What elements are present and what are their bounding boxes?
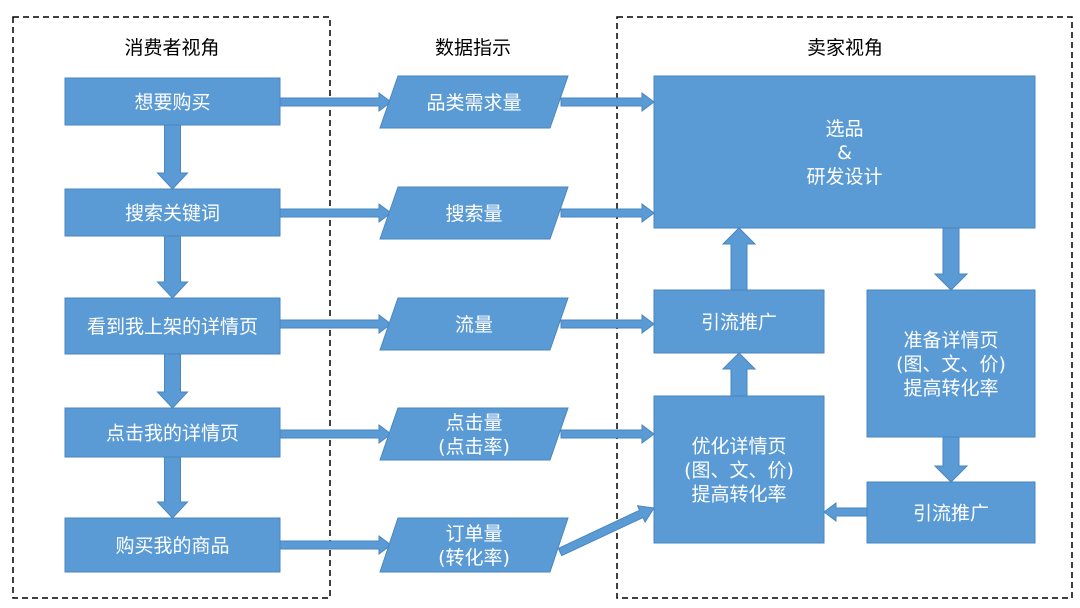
data-indicator-label-line-1: 订单量	[445, 523, 502, 545]
traffic-promotion-box-left-label-line-1: 引流推广	[701, 312, 777, 334]
data-indicator-label-line-1: 点击量	[445, 412, 502, 434]
data-to-optimize-arrow	[560, 424, 655, 444]
data-to-select-arrow-2	[560, 203, 655, 223]
data-to-optimize-slant-arrow	[557, 505, 655, 557]
data-indicator-shape	[379, 75, 569, 129]
prepare-detail-page-box-label-line-3: 提高转化率	[903, 378, 998, 400]
traffic-to-optimize-arrow	[823, 502, 868, 522]
data-indicator-1: 品类需求量	[379, 75, 569, 129]
consumer-step-2: 搜索关键词	[64, 188, 281, 237]
traffic-promotion-box-left-shape	[653, 289, 825, 354]
data-indicator-shape	[379, 407, 569, 461]
select-design-box-label-line-3: 研发设计	[806, 166, 882, 188]
data-indicator-3: 流量	[379, 297, 569, 351]
prepare-to-traffic-arrow	[933, 436, 969, 483]
arrows-layer	[156, 92, 969, 557]
consumer-step-label: 看到我上架的详情页	[87, 316, 258, 338]
prepare-detail-page-box-label-line-1: 准备详情页	[903, 330, 998, 352]
prepare-detail-page-box: 准备详情页(图、文、价)提高转化率	[866, 289, 1036, 438]
data-indicator-5: 订单量(转化率)	[379, 517, 569, 573]
data-indicator-shape	[379, 517, 569, 573]
data-indicator-shape	[379, 186, 569, 240]
data-heading: 数据指示	[435, 37, 511, 59]
data-indicator-label-line-1: 品类需求量	[426, 92, 521, 114]
traffic-promotion-box-right-shape	[866, 481, 1036, 544]
optimize-detail-page-box-label-line-2: (图、文、价)	[684, 460, 794, 482]
consumer-to-data-arrow-3	[279, 314, 392, 334]
seller-column: 选品&研发设计引流推广优化详情页(图、文、价)提高转化率准备详情页(图、文、价)…	[653, 75, 1036, 544]
data-indicator-label-line-1: 流量	[455, 314, 493, 336]
consumer-step-1: 想要购买	[64, 77, 281, 126]
consumer-step-label: 搜索关键词	[125, 203, 220, 225]
data-indicator-label-line-1: 搜索量	[445, 203, 502, 225]
consumer-step-5: 购买我的商品	[64, 517, 281, 573]
consumer-to-data-arrow-2	[279, 203, 392, 223]
data-to-traffic-arrow	[560, 314, 655, 334]
consumer-down-arrow-2	[156, 235, 189, 299]
data-indicator-shape	[379, 297, 569, 351]
consumer-step-label: 点击我的详情页	[106, 423, 239, 445]
consumer-step-label: 想要购买	[134, 92, 210, 114]
seller-heading: 卖家视角	[807, 37, 883, 59]
consumer-step-box	[64, 297, 281, 355]
traffic-to-select-arrow	[721, 227, 757, 291]
optimize-to-traffic-arrow	[721, 352, 757, 397]
consumer-step-box	[64, 407, 281, 458]
optimize-detail-page-box-label-line-3: 提高转化率	[691, 484, 786, 506]
consumer-step-box	[64, 188, 281, 237]
optimize-detail-page-box: 优化详情页(图、文、价)提高转化率	[653, 395, 825, 544]
select-to-prepare-arrow	[933, 227, 969, 291]
consumer-step-label: 购买我的商品	[115, 535, 229, 557]
consumer-to-data-arrow-1	[279, 92, 392, 112]
traffic-promotion-box-left: 引流推广	[653, 289, 825, 354]
consumer-step-4: 点击我的详情页	[64, 407, 281, 458]
consumer-step-3: 看到我上架的详情页	[64, 297, 281, 355]
seller-section-frame	[616, 16, 1073, 599]
select-design-box-label-line-1: 选品	[825, 118, 863, 140]
consumer-to-data-arrow-5	[279, 535, 392, 555]
data-indicator-label-line-2: (点击率)	[438, 436, 510, 458]
consumer-step-box	[64, 77, 281, 126]
select-design-box-shape	[653, 75, 1036, 229]
consumer-heading: 消费者视角	[124, 37, 219, 59]
prepare-detail-page-box-shape	[866, 289, 1036, 438]
consumer-down-arrow-1	[156, 124, 189, 190]
select-design-box-label-line-2: &	[837, 142, 852, 164]
data-indicator-4: 点击量(点击率)	[379, 407, 569, 461]
data-indicator-label-line-2: (转化率)	[438, 547, 510, 569]
optimize-detail-page-box-label-line-1: 优化详情页	[691, 436, 786, 458]
consumer-down-arrow-3	[156, 353, 189, 409]
consumer-step-box	[64, 517, 281, 573]
traffic-promotion-box-right: 引流推广	[866, 481, 1036, 544]
consumer-to-data-arrow-4	[279, 424, 392, 444]
prepare-detail-page-box-label-line-2: (图、文、价)	[896, 354, 1006, 376]
consumer-section-frame	[12, 16, 331, 599]
data-to-select-arrow-1	[560, 92, 655, 112]
consumer-down-arrow-4	[156, 456, 189, 519]
data-indicator-2: 搜索量	[379, 186, 569, 240]
optimize-detail-page-box-shape	[653, 395, 825, 544]
traffic-promotion-box-right-label-line-1: 引流推广	[913, 503, 989, 525]
select-design-box: 选品&研发设计	[653, 75, 1036, 229]
